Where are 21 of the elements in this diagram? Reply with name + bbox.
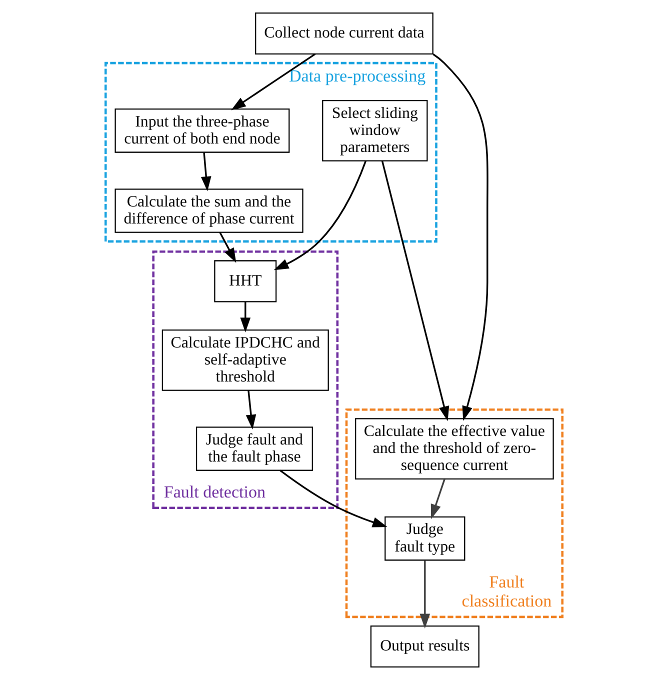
arrow — [380, 160, 449, 422]
arrow — [279, 470, 387, 528]
arrow — [200, 152, 211, 192]
node-box: Collect node current data — [254, 12, 433, 55]
arrow — [432, 54, 488, 421]
arrow — [218, 232, 236, 263]
node-box: HHT — [214, 260, 276, 302]
node-box: Calculate the effective value and the threshold of zero-sequence current — [354, 418, 554, 480]
node-box: Input the three-phase current of both end node — [114, 108, 290, 153]
node-box: Calculate the sum and the difference of phase current — [114, 188, 303, 233]
arrow — [430, 478, 445, 520]
node-box: Judge fault type — [384, 516, 465, 561]
node-box: Select sliding window parameters — [322, 100, 428, 162]
node-box: Calculate IPDCHC and self-adaptive threshold — [161, 330, 328, 391]
arrow — [273, 160, 366, 270]
arrow — [245, 390, 256, 430]
node-box: Output results — [370, 625, 479, 668]
arrow — [419, 560, 430, 629]
node-box: Judge fault and the fault phase — [195, 426, 312, 471]
arrow — [230, 53, 316, 110]
arrow — [240, 302, 250, 332]
